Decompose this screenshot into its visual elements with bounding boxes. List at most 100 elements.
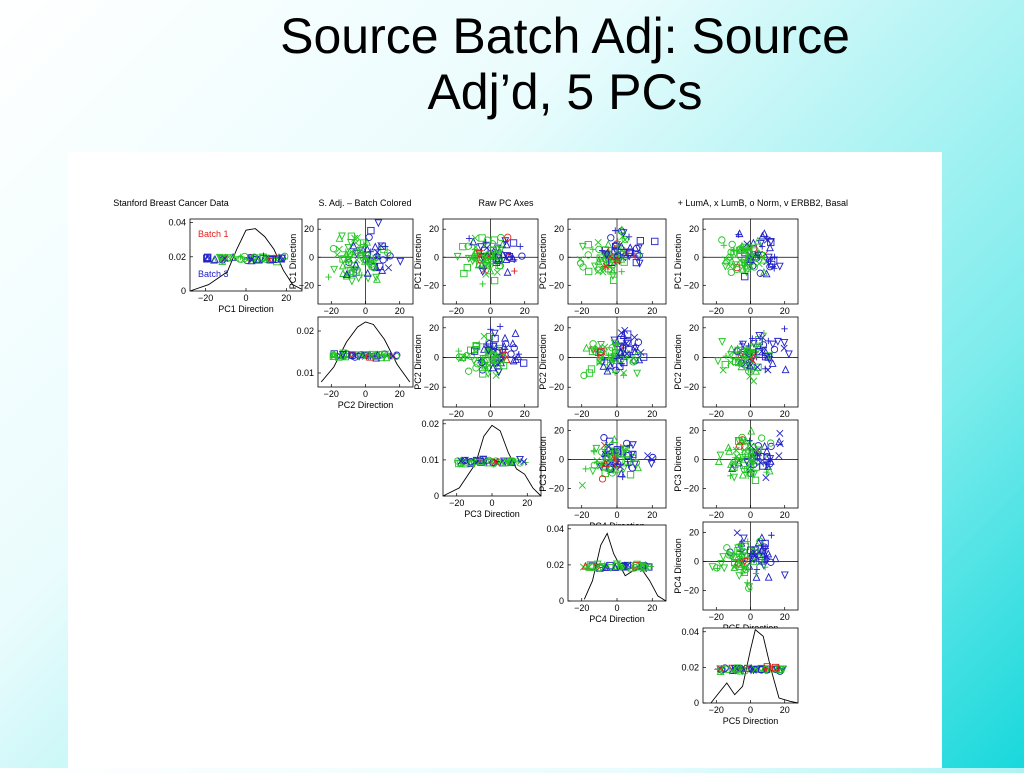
panel-pc1-pc5-ytick-label: 0 — [694, 252, 699, 262]
panel-pc3-pc3-xaxis-tick-label: 20 — [522, 498, 532, 508]
panel-pc3-pc5-xaxis-tick-label: 0 — [748, 510, 753, 520]
panel-pc1-pc1-ytick-label: 0 — [181, 286, 186, 296]
panel-pc1-pc5-point — [727, 268, 735, 277]
panel-pc2-pc4-point — [612, 366, 620, 374]
panel-pc2-pc5-point — [742, 346, 751, 355]
panel-pc1-pc2-point — [377, 242, 385, 250]
panel-pc1-pc3-point — [465, 235, 473, 242]
panel-pc2-pc2-rug-point — [338, 350, 347, 359]
panel-pc1-pc5-ytick-label: 20 — [689, 224, 699, 234]
panel-pc4-pc4-density-line — [583, 532, 667, 602]
panel-pc1-pc1-rug-point — [250, 254, 259, 263]
panel-pc3-pc4-point — [600, 434, 608, 442]
panel-pc1-pc3-point — [504, 233, 512, 241]
panel-pc1-pc4-point — [611, 242, 620, 251]
panel-pc1-pc1-rug-point — [225, 253, 233, 261]
panel-pc1-pc5-point — [750, 247, 759, 255]
panel-pc5-pc5-ytick-label: 0 — [694, 698, 699, 708]
panel-pc4-pc4-rug-point — [602, 562, 611, 571]
panel-pc1-pc5-point — [743, 240, 751, 248]
panel-pc2-pc5-point — [738, 355, 747, 364]
panel-pc3-pc4-point — [601, 459, 610, 468]
panel-pc2-pc4-point — [635, 355, 644, 364]
panel-pc3-pc5-point — [749, 460, 758, 469]
panel-pc1-pc2-point — [330, 265, 339, 274]
panel-pc4-pc5-point — [723, 544, 731, 552]
panel-pc3-pc3-rug-point — [484, 459, 492, 467]
panel-pc3-pc4-point — [605, 453, 613, 461]
panel-pc1-pc2-point — [372, 263, 381, 272]
panel-pc1-pc1-rug-point — [277, 254, 286, 263]
panel-pc1-pc5-point — [741, 272, 749, 281]
panel-pc3-pc3-ytick-label: 0.01 — [421, 455, 439, 465]
panel-pc4-pc5-point — [753, 566, 761, 573]
panel-pc1-pc4-point — [594, 238, 602, 246]
panel-pc2-pc5-point — [764, 366, 772, 374]
panel-pc1-pc3-point — [498, 250, 507, 259]
panel-pc2-pc4-point — [631, 333, 639, 341]
panel-pc4-pc5-point — [768, 532, 775, 539]
panel-pc1-pc4-point — [608, 272, 617, 281]
panel-pc2-pc4-point — [617, 355, 625, 364]
panel-pc2-pc3-point — [495, 347, 504, 355]
panel-pc3-pc5-point — [734, 456, 742, 464]
panel-pc2-pc5-point — [765, 337, 772, 345]
panel-pc3-pc5-point — [736, 442, 744, 450]
panel-pc2-pc3-xaxis-tick-label: 20 — [520, 409, 530, 419]
panel-pc3-pc5-point — [748, 460, 756, 468]
panel-pc3-pc3-rug-point — [492, 457, 500, 465]
panel-pc4-pc5-ytick-label: 0 — [694, 557, 699, 567]
panel-pc1-pc5-ytick-label: −20 — [684, 280, 699, 290]
panel-pc3-pc5-point — [749, 470, 758, 479]
panel-pc3-pc5-point — [747, 426, 756, 435]
panel-pc1-pc1-rug-point — [204, 253, 212, 261]
panel-pc3-pc4-point — [647, 460, 656, 468]
panel-pc5-pc5-xaxis-label: PC5 Direction — [723, 716, 779, 726]
panel-pc2-pc4-ytick-label: −20 — [549, 382, 564, 392]
panel-pc4-pc4-rug-point — [595, 564, 604, 572]
panel-pc1-pc4-xaxis-tick-label: 20 — [647, 306, 657, 316]
panel-pc1-pc3-point — [479, 261, 488, 269]
panel-pc2-pc4-point — [596, 359, 604, 367]
panel-pc2-pc5-point — [719, 366, 727, 374]
panel-pc2-pc3-point — [520, 359, 528, 367]
panel-pc1-pc4-point — [634, 244, 643, 253]
panel-pc2-pc5-point — [755, 347, 763, 356]
panel-pc2-pc5-point — [753, 363, 761, 371]
panel-pc4-pc5-point — [719, 553, 728, 562]
panel-pc1-pc5-point — [721, 262, 730, 271]
panel-pc2-pc5-point — [768, 358, 777, 367]
panel-pc2-pc4-point — [616, 362, 624, 371]
panel-pc1-pc2-point — [339, 256, 348, 265]
panel-pc2-pc2-rug-point — [381, 350, 390, 359]
panel-pc1-pc2-point — [338, 232, 346, 241]
panel-pc4-pc5-point — [736, 540, 743, 548]
panel-pc3-pc5-point — [738, 470, 747, 479]
panel-pc3-pc5-point — [733, 452, 741, 460]
panel-pc3-pc5-ytick-label: −20 — [684, 484, 699, 494]
panel-pc1-pc2-point — [353, 266, 361, 274]
panel-pc4-pc4-ytick-label: 0 — [559, 596, 564, 606]
panel-pc3-pc5-point — [767, 442, 775, 451]
panel-pc1-pc1-rug-point — [268, 255, 276, 263]
panel-pc1-pc5-point — [731, 261, 739, 270]
panel-pc5-pc5-ytick-label: 0.04 — [681, 627, 699, 637]
panel-pc2-pc2-rug-point — [386, 352, 393, 360]
panel-pc1-pc2-point — [342, 248, 350, 255]
panel-pc2-pc5-point — [736, 350, 745, 359]
slide-title-line-2: Adj’d, 5 PCs — [427, 64, 703, 120]
panel-pc2-pc4-point — [597, 352, 606, 361]
panel-pc2-pc4-point — [606, 361, 615, 370]
panel-pc3-pc4-point — [634, 463, 642, 472]
panel-pc1-pc4-point — [635, 251, 643, 260]
panel-pc3-pc4-point — [578, 481, 586, 489]
panel-pc3-pc4-point — [612, 465, 621, 474]
panel-pc2-pc3-point — [491, 360, 498, 367]
panel-pc1-pc4-point — [589, 246, 597, 253]
panel-pc5-pc5-ytick-label: 0.02 — [681, 662, 699, 672]
panel-pc1-pc2-point — [356, 244, 363, 251]
panel-pc1-pc5-point — [766, 263, 774, 271]
panel-pc1-pc3-point — [478, 254, 486, 262]
panel-pc1-pc3-point — [493, 243, 502, 252]
panel-pc1-pc3-point — [463, 264, 471, 272]
